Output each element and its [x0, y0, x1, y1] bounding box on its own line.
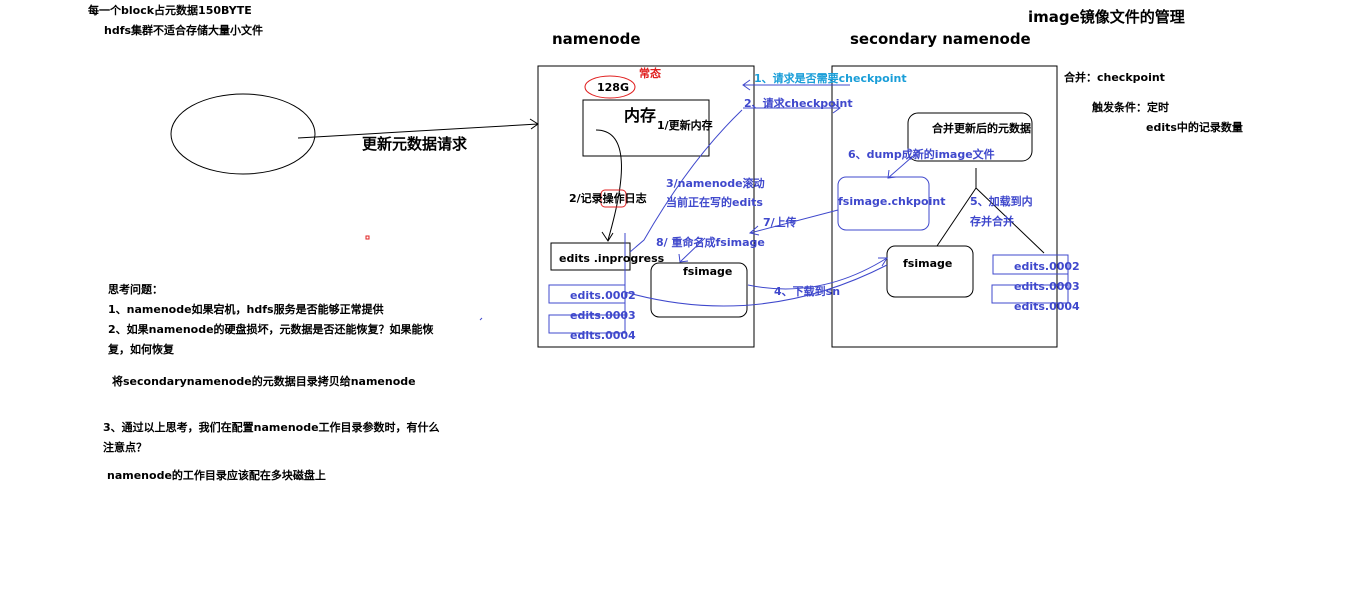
merged-meta-box — [907, 112, 1033, 162]
sn-edits-0002: edits.0002 — [1014, 260, 1080, 273]
nn-edits-0002: edits.0002 — [570, 289, 636, 302]
question-2a: 2、如果namenode的硬盘损坏，元数据是否还能恢复？如果能恢 — [108, 323, 434, 336]
step2-arrowhead — [832, 102, 841, 114]
step-5-label-b: 存并合并 — [970, 215, 1014, 228]
update-memory-label: 1/更新内存 — [657, 119, 713, 132]
sn-edits-0004: edits.0004 — [1014, 300, 1080, 313]
question-3a: 3、通过以上思考，我们在配置namenode工作目录参数时，有什么 — [103, 421, 440, 434]
step-3-label-a: 3/namenode滚动 — [666, 177, 765, 190]
step-4-label: 4、下载到sn — [774, 285, 841, 298]
checkpoint-count: edits中的记录数量 — [1146, 121, 1243, 134]
step7-arrowhead — [748, 225, 760, 236]
step3-arrow — [629, 109, 743, 253]
request-label: 更新元数据请求 — [362, 135, 468, 153]
merge-line-fsimage — [936, 187, 977, 247]
client-ellipse — [170, 93, 316, 175]
namenode-box — [537, 65, 755, 348]
step8-arrowhead — [678, 253, 689, 263]
memory-to-edits-line — [595, 129, 622, 241]
memory-box — [582, 99, 710, 157]
answer-2: 将secondarynamenode的元数据目录拷贝给namenode — [112, 375, 416, 388]
secondary-box — [831, 65, 1058, 348]
sn-edits-0003: edits.0003 — [1014, 280, 1080, 293]
step-3-label-b: 当前正在写的edits — [666, 196, 763, 209]
nn-fsimage-box — [650, 262, 748, 318]
nn-fsimage-label: fsimage — [683, 265, 733, 278]
nn-edits-0004: edits.0004 — [570, 329, 636, 342]
question-3b: 注意点？ — [103, 441, 147, 454]
log-ops-label: 2/记录操作日志 — [569, 192, 647, 205]
checkpoint-merge: 合并：checkpoint — [1064, 71, 1165, 84]
request-arrow — [297, 123, 539, 139]
block-note: 每一个block占元数据150BYTE — [88, 4, 252, 17]
page-title: image镜像文件的管理 — [1028, 8, 1185, 26]
fsimage-chk-label: fsimage.chkpoint — [838, 195, 946, 208]
nn-edits-0003: edits.0003 — [570, 309, 636, 322]
normal-state-label: 常态 — [639, 67, 661, 80]
sn-fsimage-label: fsimage — [903, 257, 953, 270]
questions-heading: 思考问题： — [108, 283, 163, 296]
step6-arrow — [887, 149, 921, 179]
memory-size: 128G — [597, 81, 629, 94]
step1-arrowhead — [742, 79, 751, 91]
secondary-title: secondary namenode — [850, 30, 1031, 48]
stray-blue-mark — [479, 317, 483, 321]
merge-line-edits — [975, 187, 1045, 254]
answer-3: namenode的工作目录应该配在多块磁盘上 — [107, 469, 326, 482]
step-2-label: 2、请求checkpoint — [744, 97, 853, 110]
edits-inprogress-label: edits .inprogress — [559, 252, 665, 265]
question-1: 1、namenode如果宕机，hdfs服务是否能够正常提供 — [108, 303, 384, 316]
step6-arrowhead — [887, 169, 897, 179]
stray-red-dot — [365, 235, 370, 240]
memory-size-ellipse — [584, 75, 636, 99]
step-1-label: 1、请求是否需要checkpoint — [754, 72, 907, 85]
step-5-label-a: 5、加载到内 — [970, 195, 1033, 208]
checkpoint-trigger: 触发条件：定时 — [1092, 101, 1169, 114]
edits-inprogress-box — [550, 242, 631, 271]
fsimage-chk-box — [837, 176, 930, 231]
step-7-label: 7/上传 — [763, 216, 797, 229]
step4-arrowhead — [878, 257, 888, 267]
step-6-label: 6、dump成新的image文件 — [848, 148, 995, 161]
step7-arrow — [749, 209, 839, 234]
merged-meta-label: 合并更新后的元数据 — [932, 122, 1031, 135]
operation-highlight — [600, 189, 627, 208]
step-8-label: 8/ 重命名成fsimage — [656, 236, 765, 249]
memory-label: 内存 — [624, 106, 657, 125]
namenode-title: namenode — [552, 30, 641, 48]
memory-to-edits-arrowhead — [601, 231, 614, 242]
question-2b: 复，如何恢复 — [108, 343, 174, 356]
sn-fsimage-box — [886, 245, 974, 298]
hdfs-note: hdfs集群不适合存储大量小文件 — [104, 24, 264, 37]
step8-arrow — [679, 237, 706, 263]
step4-arrow-lower — [624, 264, 888, 307]
step4-arrow — [747, 257, 888, 290]
